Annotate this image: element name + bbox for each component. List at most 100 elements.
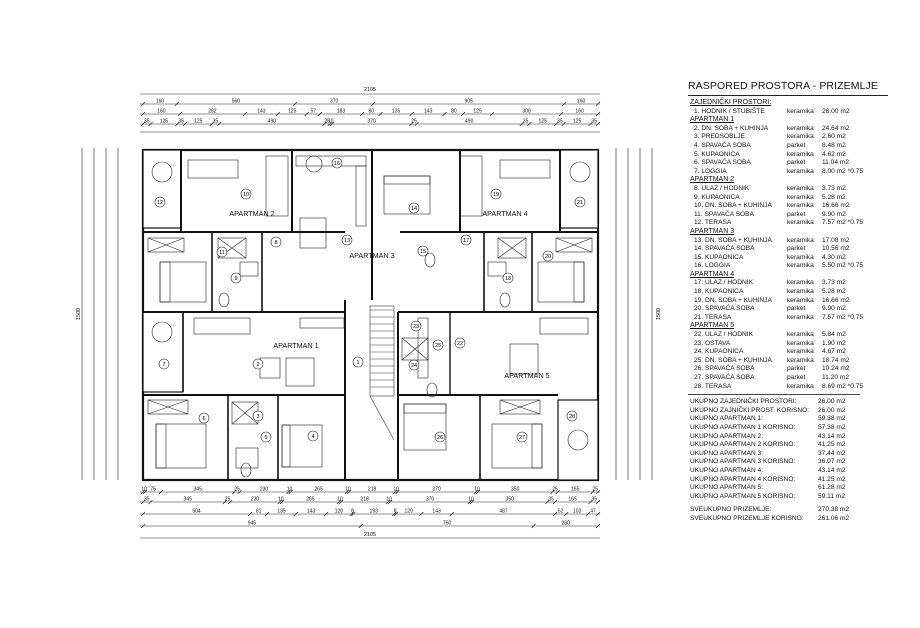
room-number: 17	[463, 238, 469, 244]
dimension-value: 25	[225, 497, 231, 503]
room-material: parket	[787, 374, 806, 381]
room-number-circle	[542, 250, 554, 262]
room-name: 7. LOGGIA	[694, 167, 727, 175]
total-area: 43.14 m2	[818, 432, 846, 440]
dimension-value: 10	[287, 487, 293, 493]
dimension-value: 10	[386, 497, 392, 503]
dimension-value: 25	[324, 119, 330, 125]
room-area: 3.73 m2	[822, 279, 846, 287]
room-name: 5. KUPAONICA	[694, 150, 740, 158]
room-area: 11.04 m2	[822, 159, 850, 167]
dimension-tick	[292, 101, 298, 107]
dimension-value: 504	[192, 509, 201, 515]
room-area: 1.90 m2	[822, 339, 846, 347]
room-area: 10.24 m2	[822, 365, 850, 373]
dimension-value: 265	[306, 497, 315, 503]
room-material: keramika	[787, 193, 814, 201]
dimension-tick	[595, 121, 601, 127]
room-material: parket	[787, 305, 806, 313]
room-number-circle	[341, 234, 353, 246]
dimension-tick	[370, 101, 376, 107]
room-area: 8.69 m2 *0.75	[822, 382, 864, 390]
dimension-value: 160	[575, 109, 584, 115]
room-name: 11. SPAVAĆA SOBA	[694, 210, 754, 218]
room-name: 6. SPAVAĆA SOBA	[694, 159, 751, 167]
legend-title: RASPORED PROSTORA - PRIZEMLJE	[688, 80, 878, 92]
dimension-tick	[237, 489, 242, 495]
dimension-value: 143	[432, 509, 441, 515]
room-number: 6	[202, 416, 205, 422]
dimension-value: 35	[144, 119, 150, 125]
room-number: 23	[413, 324, 419, 330]
dimension-tick	[414, 121, 419, 127]
dimension-tick	[232, 489, 237, 495]
dimension-value: 280	[562, 521, 571, 527]
room-number-tag: 11	[216, 246, 228, 258]
room-area: 9.90 m2	[822, 210, 846, 218]
dimension-tick	[545, 499, 550, 505]
room-material: keramika	[787, 150, 814, 158]
room-number-tag: 16	[331, 157, 343, 169]
room-material: parket	[787, 365, 806, 373]
room-number-tag: 10	[240, 188, 252, 200]
dimension-tick	[519, 121, 525, 127]
dimension-tick	[449, 511, 455, 517]
dimension-tick	[392, 489, 398, 495]
dimension-tick	[140, 101, 146, 107]
room-material: keramika	[787, 348, 814, 356]
room-number: 1	[356, 360, 359, 366]
dimension-value: 750	[443, 521, 452, 527]
apartment-4-label: APARTMAN 4	[482, 209, 527, 218]
room-material: keramika	[787, 296, 814, 304]
total-name: UKUPNO APARTMAN 1:	[690, 415, 764, 423]
room-number: 25	[435, 343, 441, 349]
room-number-circle	[270, 236, 282, 248]
dimension-lines	[81, 93, 653, 539]
room-name: 3. PREDSOBLJE	[694, 133, 745, 141]
room-material: keramika	[787, 279, 814, 287]
room-number-tag: 21	[574, 196, 586, 208]
room-number-tag: 4	[307, 430, 319, 442]
dimension-tick	[378, 111, 383, 117]
legend-group-heading: APARTMAN 2	[690, 176, 735, 184]
room-number-circle	[454, 337, 466, 349]
dimension-value: 103	[573, 509, 582, 515]
dimension-tick	[442, 111, 447, 117]
dimension-value: 160	[156, 99, 165, 105]
dimension-value: 35	[523, 119, 529, 125]
dimension-value: 370	[330, 99, 339, 105]
room-number: 2	[256, 362, 259, 368]
dimension-value: 125	[194, 119, 203, 125]
dimension-value: 282	[208, 109, 217, 115]
legend-total-row: UKUPNO APARTMAN 1:59.38 m2	[688, 415, 888, 424]
room-number: 22	[457, 341, 463, 347]
room-area: 5.28 m2	[822, 288, 846, 296]
dimension-tick	[595, 523, 601, 529]
legend-total-row: UKUPNO APARTMAN 4 KORISNO:41.25 m2	[688, 476, 888, 485]
legend-total-row: UKUPNO ZAJEDNIČKI PROSTORI:26.00 m2	[688, 398, 888, 407]
total-area: 59.11 m2	[818, 492, 846, 500]
total-name: UKUPNO APARTMAN 5:	[690, 484, 764, 492]
dimension-value: 120	[335, 509, 344, 515]
staircase	[369, 305, 395, 441]
total-area: 37.44 m2	[818, 449, 846, 457]
apartment-3-label: APARTMAN 3	[349, 251, 394, 260]
apartment-5-label: APARTMAN 5	[504, 371, 549, 380]
dimension-value: 35	[144, 497, 150, 503]
room-name: 8. ULAZ / HODNIK	[694, 184, 750, 192]
legend-total-row: UKUPNO APARTMAN 5 KORISNO:59.11 m2	[688, 493, 888, 502]
dimension-value: 125	[539, 119, 548, 125]
room-area: 8.00 m2 *0.75	[822, 167, 864, 175]
room-number: 13	[344, 238, 350, 244]
dimension-tick	[349, 511, 354, 517]
dimension-value: 350	[511, 487, 520, 493]
dimension-value: 143	[424, 109, 433, 115]
room-name: 4. SPAVAĆA SOBA	[694, 141, 751, 149]
dimension-tick	[358, 523, 363, 529]
dimension-tick	[552, 511, 558, 517]
